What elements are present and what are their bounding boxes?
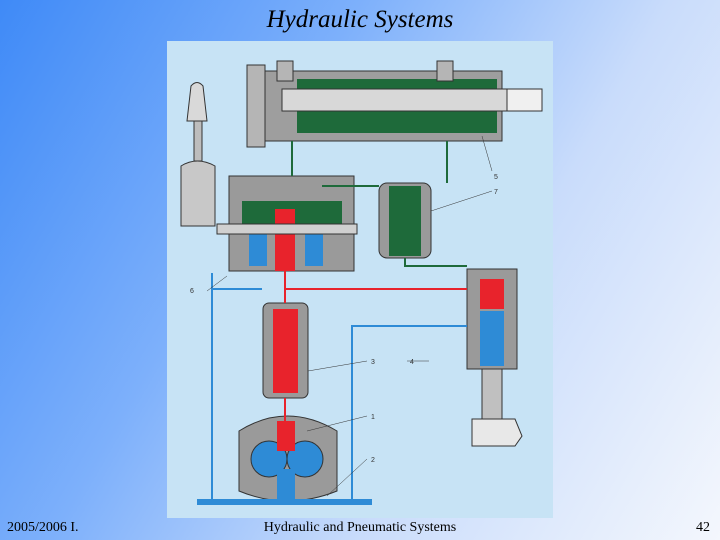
footer-course-title: Hydraulic and Pneumatic Systems — [263, 520, 457, 535]
callout-3: 3 — [371, 359, 375, 366]
callout-4: 4 — [410, 359, 414, 366]
cylinder-lines — [291, 141, 467, 267]
callout-5: 5 — [494, 174, 498, 181]
callout-2: 2 — [371, 457, 375, 464]
return-lines — [211, 273, 467, 501]
pressure-lines — [284, 271, 467, 421]
filter — [262, 302, 309, 399]
pressure-relief-valve — [466, 268, 523, 447]
callout-7: 7 — [494, 189, 498, 196]
footer-date: 2005/2006 I. — [7, 520, 79, 535]
slide-title: Hydraulic Systems — [266, 6, 454, 33]
control-lever — [180, 82, 216, 227]
callout-6: 6 — [190, 288, 194, 295]
directional-valve — [216, 175, 358, 272]
hydraulic-circuit-figure: 1 2 3 4 5 7 6 — [167, 41, 553, 518]
callout-leaders — [206, 135, 493, 497]
hydraulic-cylinder — [246, 60, 543, 148]
check-valve — [378, 182, 432, 259]
callout-1: 1 — [371, 414, 375, 421]
reservoir-tank — [197, 499, 372, 505]
page-number: 42 — [696, 520, 710, 535]
gear-pump — [238, 415, 338, 502]
